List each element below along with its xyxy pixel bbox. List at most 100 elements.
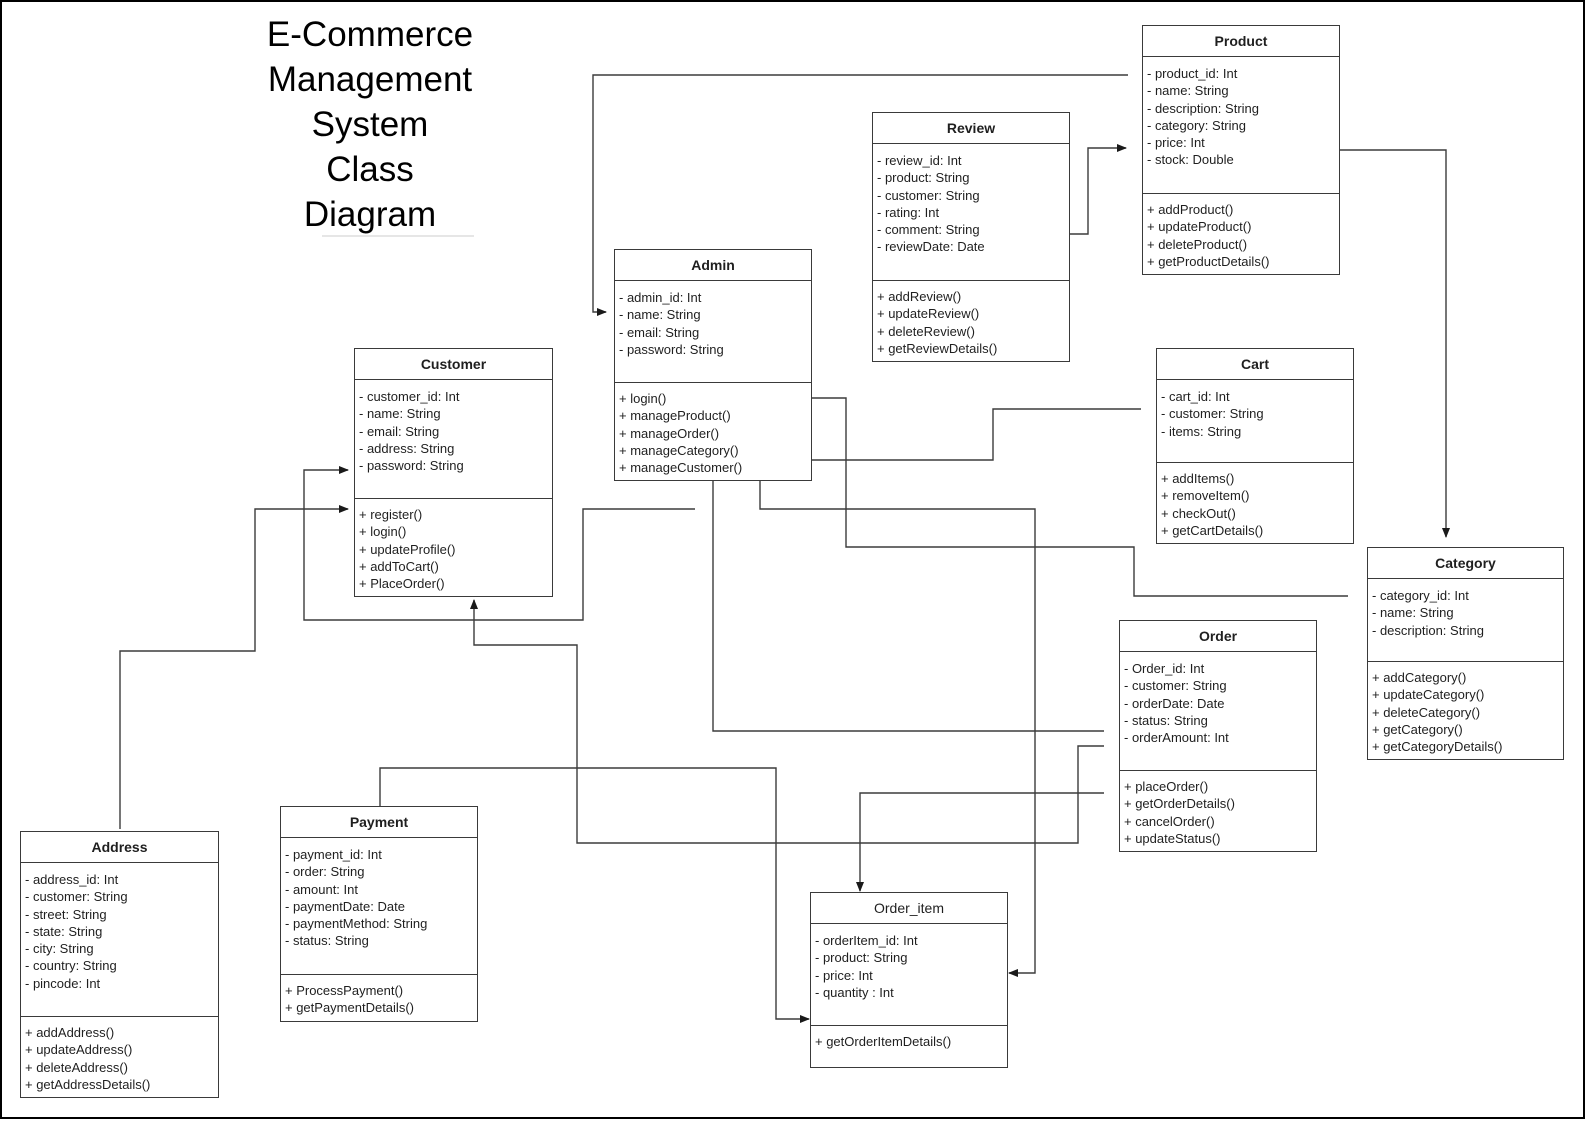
class-operations: + placeOrder() + getOrderDetails() + can… xyxy=(1120,771,1316,851)
attribute: - orderItem_id: Int xyxy=(815,933,918,948)
class-name: Product xyxy=(1143,26,1339,57)
attribute: - email: String xyxy=(359,423,440,439)
connector-product-admin xyxy=(592,74,1128,316)
class-box-order-item: Order_item - orderItem_id: Int - product… xyxy=(810,892,1008,1068)
operation: + getCartDetails() xyxy=(1161,522,1264,538)
class-attributes: - orderItem_id: Int - product: String - … xyxy=(811,924,1007,1026)
class-name: Admin xyxy=(615,250,811,281)
class-box-payment: Payment - payment_id: Int - order: Strin… xyxy=(280,806,478,1022)
attribute: - name: String xyxy=(1372,605,1454,621)
attribute: - status: String xyxy=(285,933,369,949)
class-box-address: Address - address_id: Int - customer: St… xyxy=(20,831,219,1099)
operation: + getProductDetails() xyxy=(1147,253,1270,269)
class-box-category: Category - category_id: Int - name: Stri… xyxy=(1367,547,1564,761)
class-attributes: - admin_id: Int - name: String - email: … xyxy=(615,281,811,383)
attribute: - name: String xyxy=(619,307,701,323)
operation: + manageCustomer() xyxy=(619,460,743,476)
operation: + updateStatus() xyxy=(1124,830,1221,846)
operation: + getCategoryDetails() xyxy=(1372,739,1503,755)
connector-payment-orderitem xyxy=(379,767,810,1023)
attribute: - customer: String xyxy=(1124,678,1227,694)
attribute: - category_id: Int xyxy=(1372,588,1469,603)
operation: + updateProfile() xyxy=(359,541,456,557)
attribute: - order: String xyxy=(285,864,365,880)
connector-cart-admin xyxy=(802,408,1141,464)
attribute: - name: String xyxy=(359,406,441,422)
diagram-title: E-Commerce Management System Class Diagr… xyxy=(250,12,490,237)
class-operations: + getOrderItemDetails() xyxy=(811,1026,1007,1067)
connector-category-admin xyxy=(802,394,1348,597)
class-name: Payment xyxy=(281,807,477,838)
attribute: - name: String xyxy=(1147,83,1229,99)
class-operations: + addCategory() + updateCategory() + del… xyxy=(1368,662,1563,759)
class-box-customer: Customer - customer_id: Int - name: Stri… xyxy=(354,348,553,598)
attribute: - price: Int xyxy=(815,967,873,983)
attribute: - customer: String xyxy=(25,889,128,905)
attribute: - password: String xyxy=(619,341,724,357)
title-line: E-Commerce xyxy=(266,15,474,54)
operation: + deleteReview() xyxy=(877,323,975,339)
attribute: - cart_id: Int xyxy=(1161,389,1230,404)
operation: + deleteAddress() xyxy=(25,1059,128,1075)
connector-review-product xyxy=(1055,144,1127,235)
connector-admin-customer xyxy=(303,466,695,621)
attribute: - paymentMethod: String xyxy=(285,916,428,932)
attribute: - amount: Int xyxy=(285,881,358,897)
attribute: - stock: Double xyxy=(1147,152,1234,168)
class-name: Category xyxy=(1368,548,1563,579)
class-attributes: - Order_id: Int - customer: String - ord… xyxy=(1120,652,1316,771)
operation: + getOrderDetails() xyxy=(1124,796,1235,812)
operation: + deleteProduct() xyxy=(1147,236,1248,252)
class-attributes: - review_id: Int - product: String - cus… xyxy=(873,144,1069,281)
attribute: - password: String xyxy=(359,458,464,474)
class-operations: + login() + manageProduct() + manageOrde… xyxy=(615,383,811,480)
attribute: - customer: String xyxy=(1161,406,1264,422)
operation: + addItems() xyxy=(1161,471,1235,486)
attribute: - customer_id: Int xyxy=(359,389,460,404)
class-attributes: - payment_id: Int - order: String - amou… xyxy=(281,838,477,975)
attribute: - orderDate: Date xyxy=(1124,695,1225,711)
operation: + getPaymentDetails() xyxy=(285,1000,414,1016)
class-box-review: Review - review_id: Int - product: Strin… xyxy=(872,112,1070,363)
class-box-order: Order - Order_id: Int - customer: String… xyxy=(1119,620,1317,853)
class-operations: + ProcessPayment() + getPaymentDetails() xyxy=(281,975,477,1021)
attribute: - pincode: Int xyxy=(25,975,101,991)
class-box-product: Product - product_id: Int - name: String… xyxy=(1142,25,1340,276)
operation: + addReview() xyxy=(877,289,962,304)
attribute: - city: String xyxy=(25,941,94,957)
connector-order-orderitem xyxy=(856,792,1104,892)
attribute: - state: String xyxy=(25,923,103,939)
operation: + placeOrder() xyxy=(1124,779,1209,794)
class-name: Customer xyxy=(355,349,552,380)
operation: + addToCart() xyxy=(359,558,439,574)
operation: + getCategory() xyxy=(1372,721,1463,737)
attribute: - description: String xyxy=(1372,622,1484,638)
attribute: - email: String xyxy=(619,324,700,340)
class-operations: + addReview() + updateReview() + deleteR… xyxy=(873,281,1069,361)
title-line: Diagram xyxy=(303,195,437,234)
connector-admin-orderitem xyxy=(759,470,1036,977)
class-name: Review xyxy=(873,113,1069,144)
operation: + login() xyxy=(619,391,667,406)
class-operations: + addAddress() + updateAddress() + delet… xyxy=(21,1017,218,1097)
operation: + getAddressDetails() xyxy=(25,1076,151,1092)
operation: + manageOrder() xyxy=(619,425,720,441)
class-operations: + addItems() + removeItem() + checkOut()… xyxy=(1157,463,1353,543)
attribute: - country: String xyxy=(25,958,117,974)
attribute: - items: String xyxy=(1161,423,1242,439)
operation: + getOrderItemDetails() xyxy=(815,1034,952,1049)
class-attributes: - address_id: Int - customer: String - s… xyxy=(21,863,218,1017)
operation: + PlaceOrder() xyxy=(359,576,445,592)
title-line: Management xyxy=(267,60,473,99)
attribute: - review_id: Int xyxy=(877,153,962,168)
class-attributes: - customer_id: Int - name: String - emai… xyxy=(355,380,552,499)
attribute: - customer: String xyxy=(877,187,980,203)
operation: + manageCategory() xyxy=(619,442,739,458)
title-underline xyxy=(322,235,474,237)
operation: + checkOut() xyxy=(1161,505,1236,521)
attribute: - rating: Int xyxy=(877,204,940,220)
operation: + updateAddress() xyxy=(25,1042,133,1058)
class-attributes: - product_id: Int - name: String - descr… xyxy=(1143,57,1339,194)
attribute: - admin_id: Int xyxy=(619,290,702,305)
